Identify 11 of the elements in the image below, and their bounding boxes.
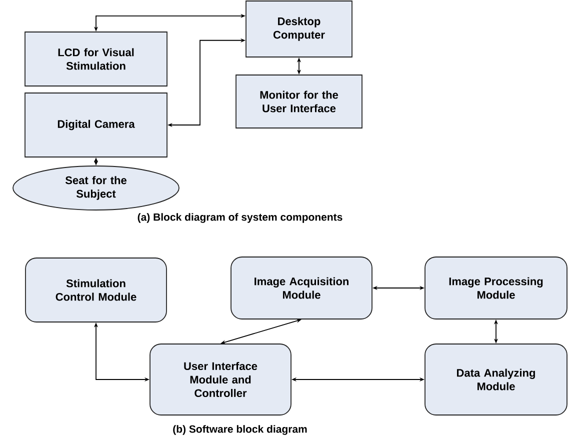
component-box: Monitor for the User Interface [236, 74, 362, 128]
module-box: Stimulation Control Module [25, 258, 167, 322]
module-box: Image Processing Module [424, 256, 568, 320]
component-box: Digital Camera [24, 92, 168, 158]
caption: (b) Software block diagram [173, 425, 307, 435]
component-box: LCD for Visual Stimulation [24, 32, 168, 86]
component-box: Desktop Computer [246, 0, 352, 58]
caption: (a) Block diagram of system components [138, 213, 342, 223]
module-box: Data Analyzing Module [424, 344, 568, 416]
module-box: User Interface Module and Controller [150, 344, 292, 416]
module-box: Image Acquisition Module [230, 256, 372, 320]
